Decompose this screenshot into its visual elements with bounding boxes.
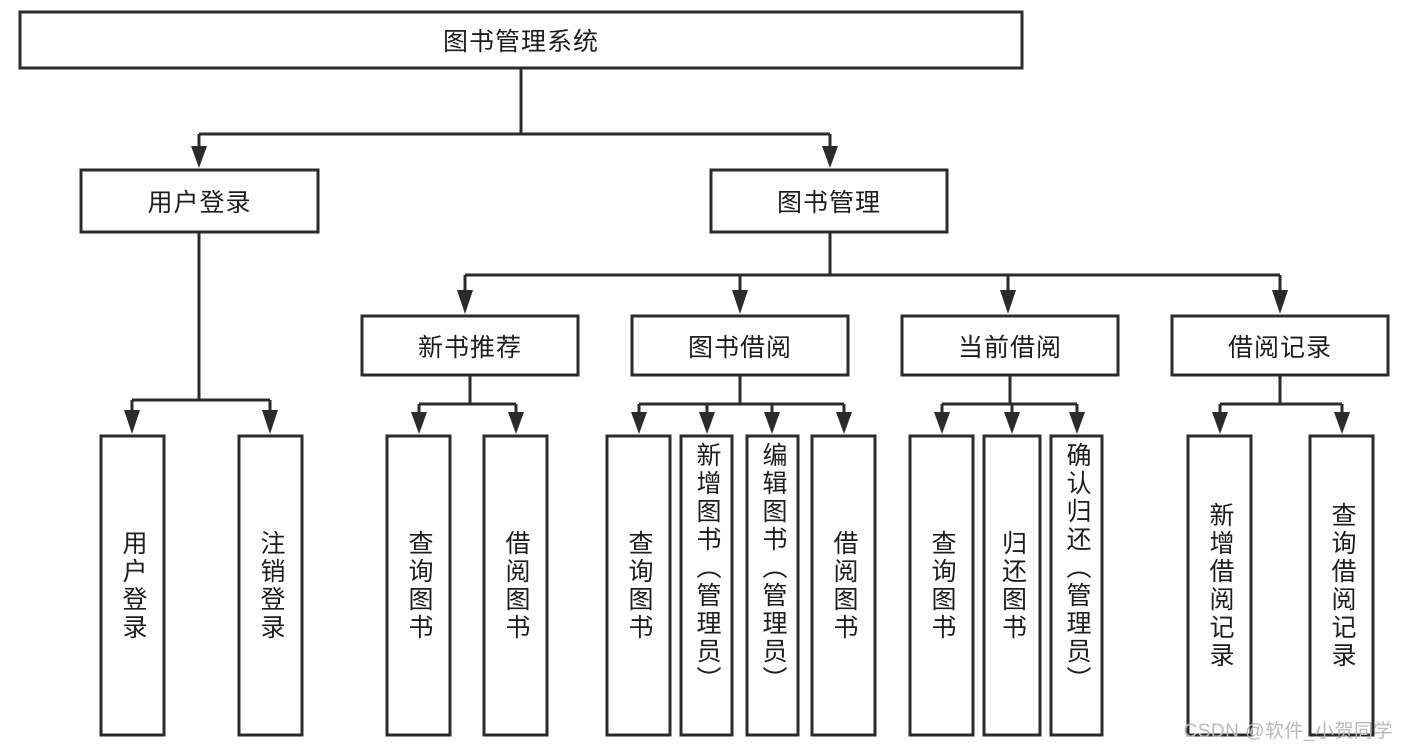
node-box-leaf-add-book[interactable] [679,434,734,737]
node-box-leaf-confirm-return[interactable] [1049,434,1104,737]
arrowhead-book-manage [822,146,838,168]
node-box-borrow-record[interactable] [1170,314,1390,377]
arrowhead-new-book-rec [457,290,473,314]
arrowhead-leaf-return-book [1004,412,1020,434]
arrowhead-leaf-user-logout [262,410,278,434]
node-box-leaf-user-login[interactable] [99,434,166,737]
arrowhead-user-login [191,146,207,168]
watermark: CSDN @软件_小贺同学 [1183,721,1393,742]
node-box-user-login[interactable] [79,168,320,234]
arrowhead-leaf-query-book-1 [411,412,427,434]
arrowhead-current-borrow [1000,290,1016,314]
arrowhead-leaf-query-record [1334,412,1350,434]
node-box-leaf-borrow-book-1[interactable] [482,434,549,737]
node-box-root[interactable] [18,10,1024,70]
arrowhead-leaf-borrow-book-1 [508,412,524,434]
arrowhead-leaf-edit-book [764,412,780,434]
node-box-leaf-query-record[interactable] [1308,434,1375,737]
node-box-current-borrow[interactable] [900,314,1120,377]
arrowhead-leaf-user-login [124,410,140,434]
arrowhead-leaf-query-book-2 [631,412,647,434]
arrowhead-leaf-query-book-3 [934,412,950,434]
node-box-leaf-borrow-book-2[interactable] [810,434,877,737]
node-box-leaf-query-book-1[interactable] [385,434,452,737]
arrowhead-leaf-add-book [699,412,715,434]
node-box-leaf-query-book-3[interactable] [908,434,975,737]
arrowhead-leaf-borrow-book-2 [836,412,852,434]
node-box-book-borrow[interactable] [630,314,850,377]
node-box-book-manage[interactable] [709,168,949,234]
arrowhead-leaf-add-record [1212,412,1228,434]
node-box-leaf-add-record[interactable] [1186,434,1253,737]
node-box-leaf-query-book-2[interactable] [605,434,672,737]
node-box-leaf-user-logout[interactable] [237,434,304,737]
arrowhead-leaf-confirm-return [1069,412,1085,434]
node-box-leaf-return-book[interactable] [982,434,1042,737]
node-box-leaf-edit-book[interactable] [745,434,800,737]
arrowhead-borrow-record [1272,290,1288,314]
arrowhead-book-borrow [732,290,748,314]
node-box-new-book-rec[interactable] [360,314,580,377]
